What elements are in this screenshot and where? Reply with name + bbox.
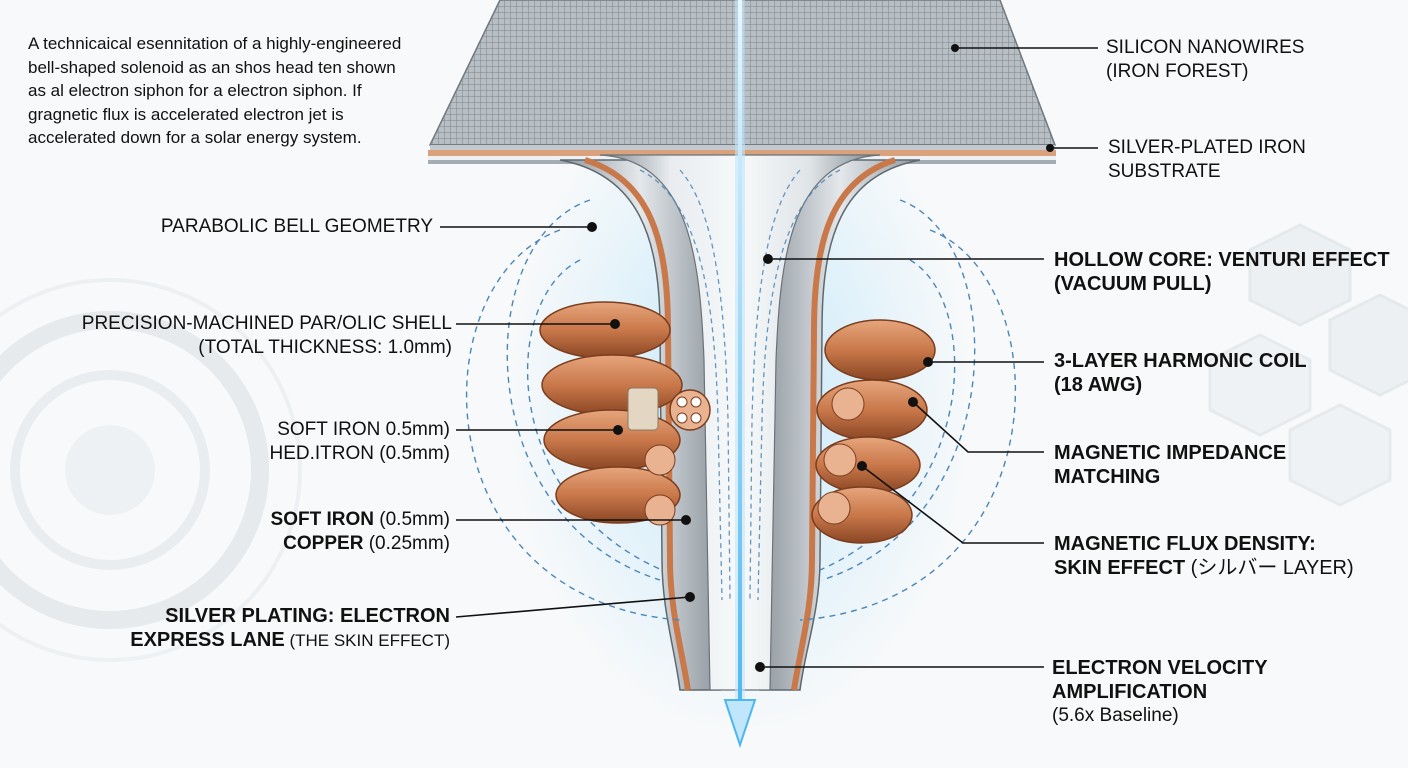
label-bold-part: COPPER: [283, 533, 364, 554]
label-line-mixed: COPPER (0.25mm): [271, 532, 450, 556]
label-harmonic-coil: 3-LAYER HARMONIC COIL (18 AWG): [1054, 349, 1307, 397]
label-line: 3-LAYER HARMONIC COIL: [1054, 350, 1307, 372]
label-rest-part: (0.5mm): [374, 509, 450, 530]
label-line-mixed: SOFT IRON (0.5mm): [271, 508, 450, 532]
electron-beam: [723, 0, 757, 749]
label-rest-part: (THE SKIN EFFECT): [284, 631, 450, 650]
label-silver-plated-substrate: SILVER-PLATED IRON SUBSTRATE: [1108, 136, 1306, 184]
internal-flux-lines: [639, 169, 841, 601]
label-line: AMPLIFICATION: [1052, 681, 1208, 703]
leader-lines: [440, 47, 1098, 668]
label-line: SILVER-PLATED IRON: [1108, 137, 1306, 158]
label-precision-shell: PRECISION-MACHINED PAR/OLIC SHELL (TOTAL…: [82, 312, 452, 360]
label-line: (5.6x Baseline): [1052, 705, 1179, 726]
label-bold-part: EXPRESS LANE: [130, 629, 285, 651]
external-flux-arcs: [465, 199, 1017, 621]
intro-line: as al electron siphon for a electron sip…: [28, 81, 362, 100]
label-bold-part: SKIN EFFECT: [1054, 557, 1186, 579]
label-velocity: ELECTRON VELOCITY AMPLIFICATION (5.6x Ba…: [1052, 656, 1268, 728]
label-silver-plating: SILVER PLATING: ELECTRON EXPRESS LANE (T…: [130, 604, 450, 653]
label-line-mixed: SKIN EFFECT (シルバー LAYER): [1054, 556, 1354, 580]
label-line: MATCHING: [1054, 466, 1161, 488]
label-line: SUBSTRATE: [1108, 161, 1221, 182]
label-line: PRECISION-MACHINED PAR/OLIC SHELL: [81, 313, 452, 334]
parabolic-bell-shell: [559, 157, 921, 691]
intro-line: gragnetic flux is accelerated electron j…: [28, 104, 344, 124]
label-line: (18 AWG): [1054, 374, 1143, 396]
intro-line: A technicaical esennitation of a highly-…: [28, 34, 402, 53]
label-impedance-matching: MAGNETIC IMPEDANCE MATCHING: [1054, 441, 1286, 489]
intro-line: accelerated down for a solar energy syst…: [28, 128, 362, 147]
label-line: SOFT IRON 0.5mm): [277, 419, 450, 440]
harmonic-coil-right: [811, 319, 936, 544]
background-ghost-hexagons: [1208, 223, 1408, 507]
label-bold-part: SOFT IRON: [270, 509, 374, 530]
label-flux-density: MAGNETIC FLUX DENSITY: SKIN EFFECT (シルバー…: [1054, 532, 1354, 580]
label-soft-iron-copper: SOFT IRON (0.5mm) COPPER (0.25mm): [271, 508, 450, 556]
label-line: (TOTAL THICKNESS: 1.0mm): [198, 337, 452, 358]
label-parabolic-bell: PARABOLIC BELL GEOMETRY: [161, 215, 433, 239]
harmonic-coil-left: [539, 301, 711, 526]
leader-dots: [587, 44, 1054, 672]
label-line: (IRON FOREST): [1106, 61, 1249, 82]
label-line: ELECTRON VELOCITY: [1052, 657, 1268, 679]
label-soft-iron-a: SOFT IRON 0.5mm) HED.ITRON (0.5mm): [270, 418, 451, 466]
label-line-mixed: EXPRESS LANE (THE SKIN EFFECT): [130, 628, 450, 653]
label-hollow-core: HOLLOW CORE: VENTURI EFFECT (VACUUM PULL…: [1054, 248, 1390, 296]
label-line: PARABOLIC BELL GEOMETRY: [160, 216, 433, 237]
label-line: MAGNETIC IMPEDANCE: [1054, 442, 1287, 464]
label-rest-part: (シルバー LAYER): [1185, 557, 1354, 579]
label-line: (VACUUM PULL): [1054, 273, 1212, 295]
label-line: MAGNETIC FLUX DENSITY:: [1054, 533, 1316, 555]
label-line: HOLLOW CORE: VENTURI EFFECT: [1054, 249, 1390, 271]
label-line: HED.ITRON (0.5mm): [269, 443, 451, 464]
label-rest-part: (0.25mm): [363, 533, 450, 554]
label-line: SILICON NANOWIRES: [1106, 37, 1305, 58]
background-ghost-gear: [0, 278, 302, 662]
label-silicon-nanowires: SILICON NANOWIRES (IRON FOREST): [1106, 36, 1304, 84]
label-line: SILVER PLATING: ELECTRON: [165, 605, 450, 627]
intro-line: bell-shaped solenoid as an shos head ten…: [28, 57, 396, 77]
intro-paragraph: A technicaical esennitation of a highly-…: [28, 32, 448, 150]
